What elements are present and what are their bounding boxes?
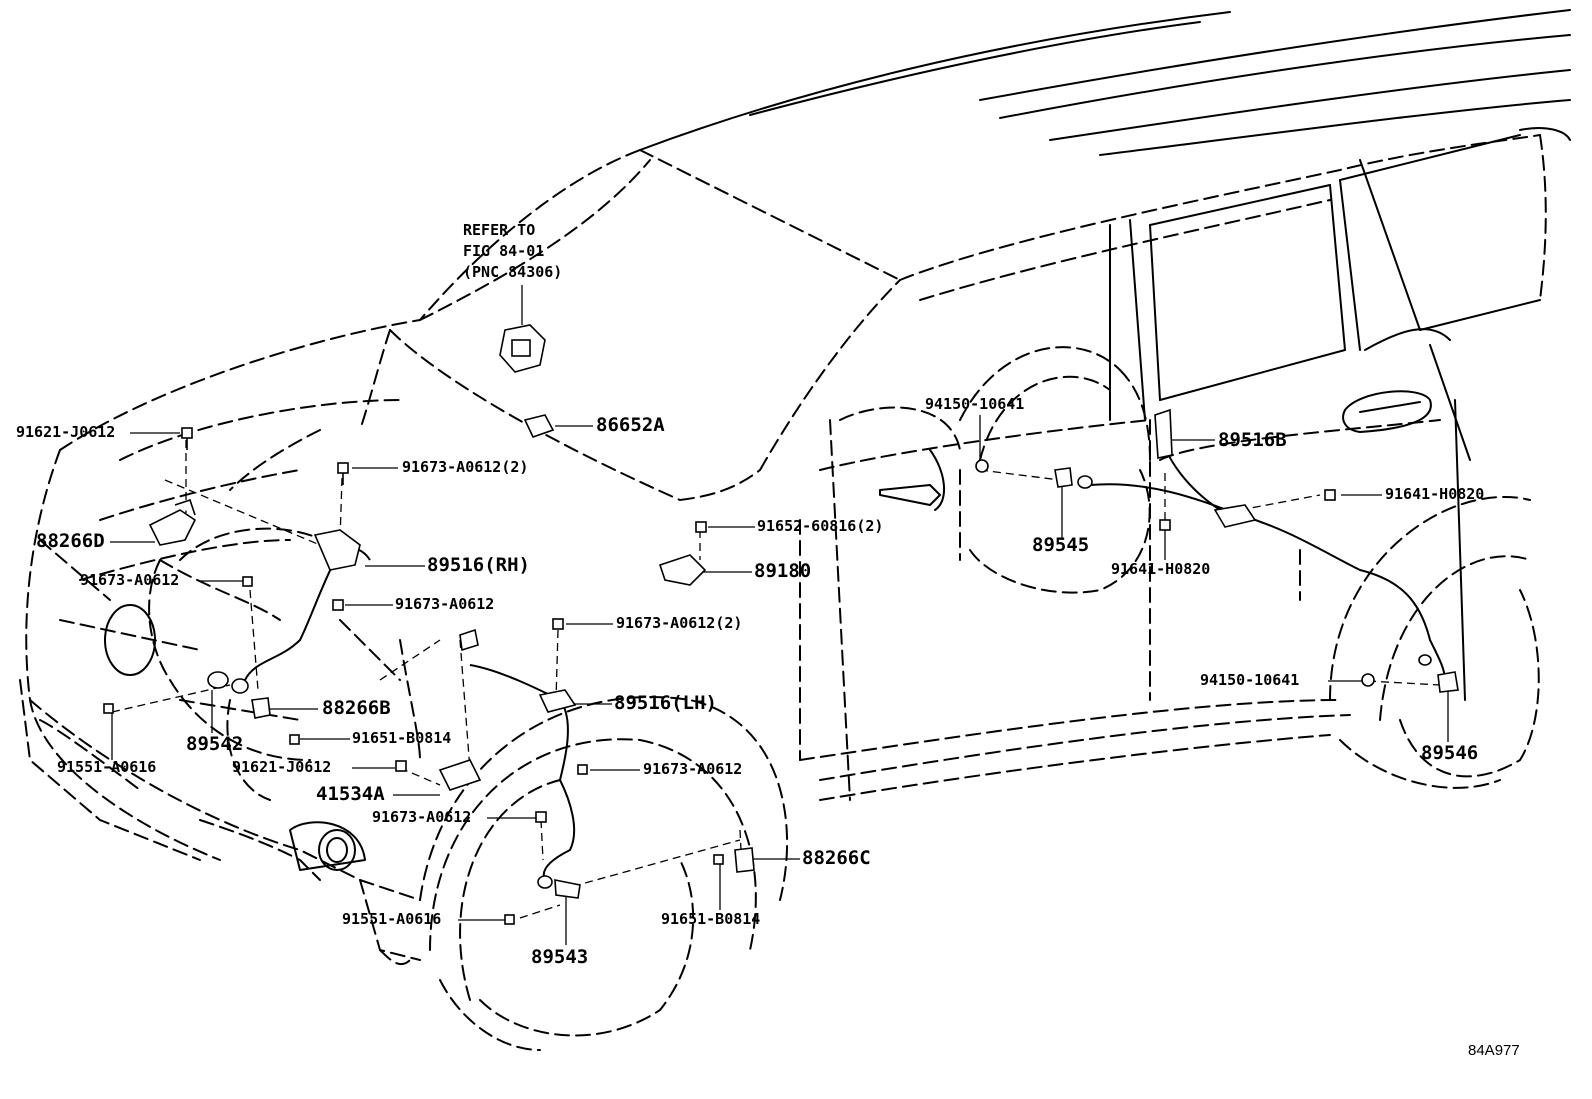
connector-89516-rh-icon <box>313 529 361 571</box>
bracket-88266b-icon <box>251 697 271 719</box>
part-label-94150-10641[interactable]: 94150-10641 <box>1200 671 1300 689</box>
bracket-41534a-icon <box>438 759 482 791</box>
harness-89516-lh <box>469 664 576 881</box>
part-label-41534a[interactable]: 41534A <box>316 783 385 805</box>
door-handle <box>1342 390 1432 433</box>
sensor-89542-icon <box>207 671 249 694</box>
body-outline <box>19 134 1547 1051</box>
harness-89516b <box>1089 483 1446 681</box>
bolt-91652-icon <box>695 521 707 533</box>
part-label-89516b[interactable]: 89516B <box>1218 429 1287 451</box>
part-label-89180[interactable]: 89180 <box>754 560 812 582</box>
bolt-91673-top-icon <box>337 462 349 485</box>
figure-code: 84A977 <box>1468 1042 1520 1059</box>
bolt-91673-left-icon <box>242 576 253 587</box>
part-label-89516-lh[interactable]: 89516(LH) <box>614 692 717 714</box>
part-label-91621-j0612[interactable]: 91621-J0612 <box>232 758 332 776</box>
part-label-86652a[interactable]: 86652A <box>596 414 665 436</box>
part-label-91651-b0814[interactable]: 91651-B0814 <box>661 910 761 928</box>
bolt-91641-mid-icon <box>1159 519 1171 531</box>
part-label-89546[interactable]: 89546 <box>1421 742 1479 764</box>
part-label-89542[interactable]: 89542 <box>186 733 244 755</box>
part-label-91621-j0612[interactable]: 91621-J0612 <box>16 423 116 441</box>
bolt-91673-mid-icon <box>332 599 344 611</box>
leader-lines <box>110 285 1449 945</box>
part-label-91551-a0616[interactable]: 91551-A0616 <box>57 758 157 776</box>
bracket-86652a-icon <box>523 414 555 438</box>
nut-94150-top-icon <box>975 459 989 473</box>
part-label-91673-a0612[interactable]: 91673-A0612 <box>372 808 472 826</box>
bolt-91651-low-icon <box>713 854 724 865</box>
part-label-91673-a0612[interactable]: 91673-A0612 <box>643 760 743 778</box>
connector-89516b-icon <box>1154 408 1257 528</box>
bolt-91551-low-icon <box>504 914 515 925</box>
bolt-91651-left-icon <box>289 734 300 745</box>
refer-note-line3: (PNC 84306) <box>463 263 563 281</box>
part-label-91673-a0612-2[interactable]: 91673-A0612(2) <box>402 458 529 476</box>
connector-89516-lh-icon <box>459 628 577 713</box>
sensor-89546-icon <box>1418 654 1459 693</box>
part-label-89543[interactable]: 89543 <box>531 946 589 968</box>
part-label-94150-10641[interactable]: 94150-10641 <box>925 395 1025 413</box>
side-mirror <box>879 449 946 511</box>
part-label-91641-h0820[interactable]: 91641-H0820 <box>1111 560 1211 578</box>
part-label-88266c[interactable]: 88266C <box>802 847 871 869</box>
fog-light <box>289 821 366 871</box>
bracket-88266c-icon <box>734 847 755 873</box>
nut-94150-low-icon <box>1361 673 1375 687</box>
bolt-91673-low-icon <box>535 811 547 823</box>
part-label-91641-h0820[interactable]: 91641-H0820 <box>1385 485 1485 503</box>
refer-note-line1: REFER TO <box>463 221 536 239</box>
part-label-91651-b0814[interactable]: 91651-B0814 <box>352 729 452 747</box>
bolt-91641-right-icon <box>1324 489 1336 501</box>
part-label-91673-a0612[interactable]: 91673-A0612 <box>395 595 495 613</box>
part-label-89545[interactable]: 89545 <box>1032 534 1090 556</box>
part-label-91652-60816-2[interactable]: 91652-60816(2) <box>757 517 884 535</box>
part-label-89516-rh[interactable]: 89516(RH) <box>427 554 530 576</box>
part-label-91673-a0612[interactable]: 91673-A0612 <box>80 571 180 589</box>
bolt-91673-mid2-icon <box>552 618 564 630</box>
module-89180-icon <box>658 554 707 586</box>
part-label-91673-a0612-2[interactable]: 91673-A0612(2) <box>616 614 743 632</box>
bolt-91551-left-icon <box>103 703 114 714</box>
bolt-91621-low-icon <box>395 760 407 772</box>
bolt-91673-wheel-icon <box>577 764 588 775</box>
sensor-89543-icon <box>537 875 581 899</box>
sensor-84306-icon <box>499 324 546 373</box>
sensor-89545-icon <box>1054 467 1093 489</box>
bolt-91621-top-icon <box>181 427 193 450</box>
harness-89516-rh <box>244 559 336 681</box>
refer-note-line2: FIG 84-01 <box>463 242 545 260</box>
bracket-88266d-icon <box>148 498 197 546</box>
part-label-91551-a0616[interactable]: 91551-A0616 <box>342 910 442 928</box>
roof-lines <box>639 9 1571 701</box>
part-icons <box>103 324 1459 925</box>
part-label-88266b[interactable]: 88266B <box>322 697 391 719</box>
headlight <box>104 604 156 676</box>
part-label-88266d[interactable]: 88266D <box>36 530 105 552</box>
